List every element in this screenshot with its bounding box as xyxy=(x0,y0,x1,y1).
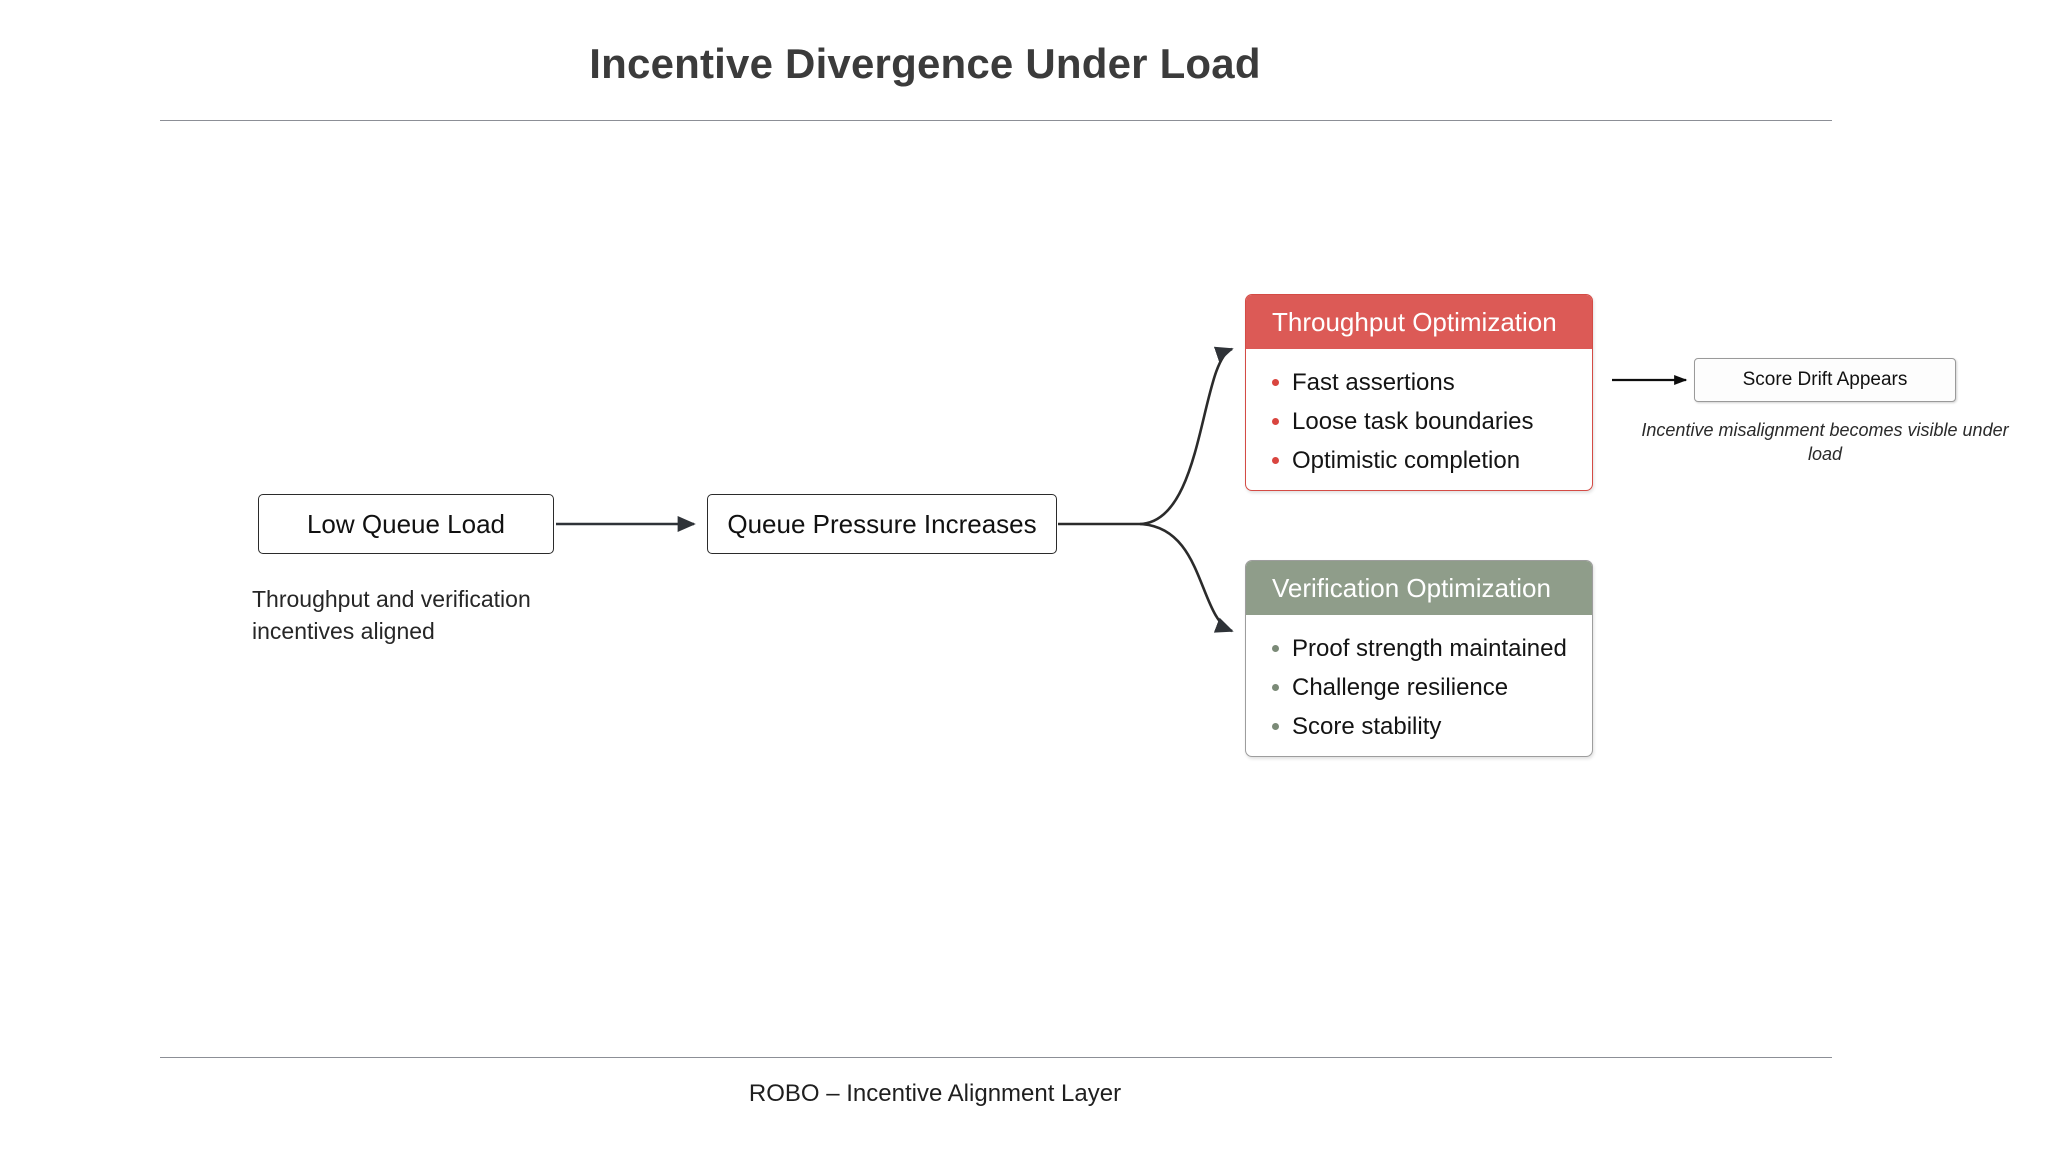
list-item-label: Score stability xyxy=(1292,713,1442,740)
node-low-queue-load[interactable]: Low Queue Load xyxy=(258,494,554,554)
caption-low-queue-load: Throughput and verification incentives a… xyxy=(252,586,531,644)
card-verification-header: Verification Optimization xyxy=(1246,561,1592,615)
list-item-label: Fast assertions xyxy=(1292,369,1455,396)
card-throughput-header: Throughput Optimization xyxy=(1246,295,1592,349)
node-score-drift-label: Score Drift Appears xyxy=(1742,369,1908,390)
list-item-label: Challenge resilience xyxy=(1292,674,1509,701)
node-score-drift-appears[interactable]: Score Drift Appears xyxy=(1694,358,1956,402)
footer-text: ROBO – Incentive Alignment Layer xyxy=(748,1080,1122,1107)
list-item: Optimistic completion xyxy=(1272,441,1574,480)
list-item: Score stability xyxy=(1272,707,1574,746)
card-throughput-list: Fast assertions Loose task boundaries Op… xyxy=(1246,349,1592,490)
card-throughput-title: Throughput Optimization xyxy=(1272,306,1557,337)
list-item: Proof strength maintained xyxy=(1272,629,1574,668)
list-item: Challenge resilience xyxy=(1272,668,1574,707)
bullet-icon xyxy=(1272,379,1279,386)
title-divider xyxy=(160,120,1832,121)
footer-divider xyxy=(160,1057,1832,1058)
list-item-label: Loose task boundaries xyxy=(1292,408,1534,435)
list-item-label: Optimistic completion xyxy=(1292,447,1521,474)
card-verification-title: Verification Optimization xyxy=(1272,572,1551,603)
bullet-icon xyxy=(1272,723,1279,730)
list-item: Loose task boundaries xyxy=(1272,402,1574,441)
card-verification-list: Proof strength maintained Challenge resi… xyxy=(1246,615,1592,756)
bullet-icon xyxy=(1272,684,1279,691)
list-item-label: Proof strength maintained xyxy=(1292,635,1567,662)
bullet-icon xyxy=(1272,457,1279,464)
card-throughput-optimization[interactable]: Throughput Optimization Fast assertions … xyxy=(1245,294,1593,491)
bullet-icon xyxy=(1272,645,1279,652)
card-verification-optimization[interactable]: Verification Optimization Proof strength… xyxy=(1245,560,1593,757)
node-queue-pressure-increases[interactable]: Queue Pressure Increases xyxy=(707,494,1057,554)
node-low-queue-load-label: Low Queue Load xyxy=(306,508,506,539)
bullet-icon xyxy=(1272,418,1279,425)
node-queue-pressure-label: Queue Pressure Increases xyxy=(727,508,1037,539)
caption-score-drift: Incentive misalignment becomes visible u… xyxy=(1641,420,2009,464)
page-title: Incentive Divergence Under Load xyxy=(589,40,1261,87)
list-item: Fast assertions xyxy=(1272,363,1574,402)
